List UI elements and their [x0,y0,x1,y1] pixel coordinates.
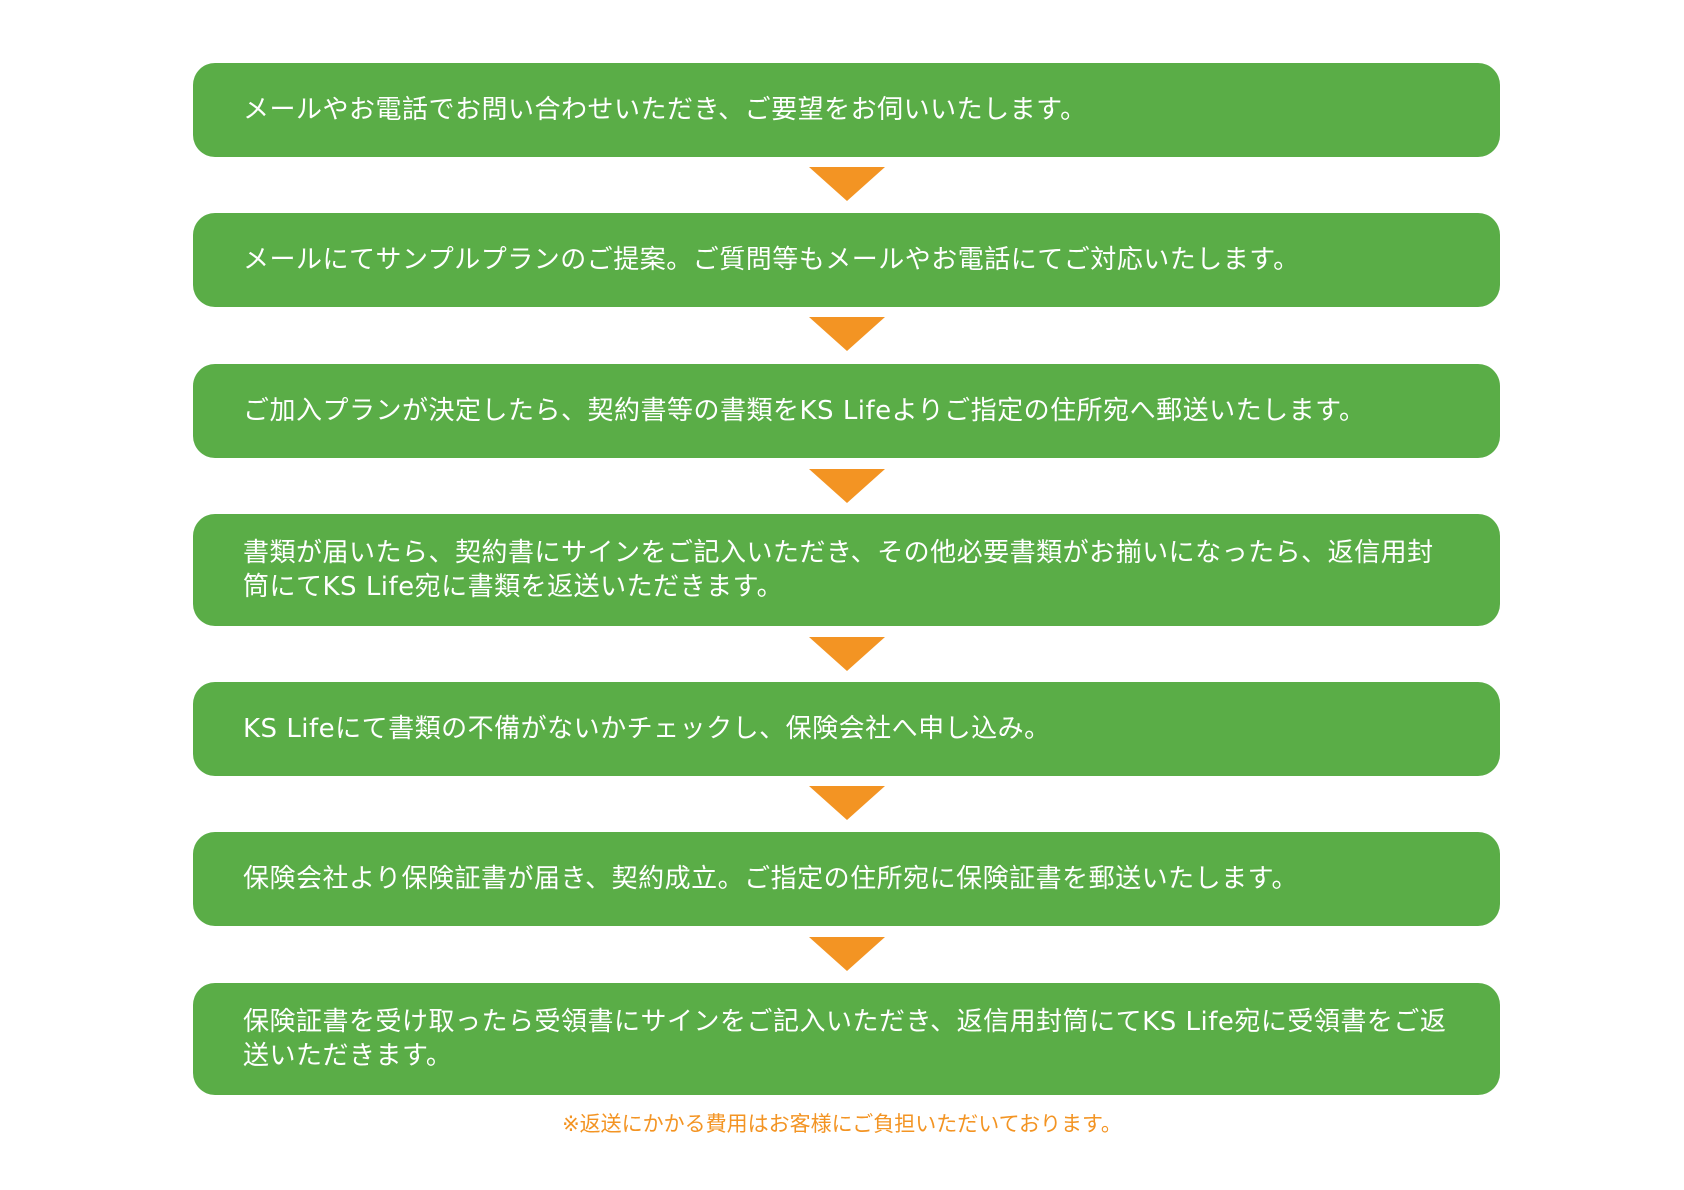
step-7-box: 保険証書を受け取ったら受領書にサインをご記入いただき、返信用封筒にてKS Lif… [193,983,1500,1095]
down-arrow-icon [809,637,885,671]
down-arrow-icon [809,317,885,351]
down-arrow-icon [809,937,885,971]
step-6-box: 保険会社より保険証書が届き、契約成立。ご指定の住所宛に保険証書を郵送いたします。 [193,832,1500,926]
down-arrow-icon [809,167,885,201]
step-2-box: メールにてサンプルプランのご提案。ご質問等もメールやお電話にてご対応いたします。 [193,213,1500,307]
down-arrow-icon [809,786,885,820]
cost-note: ※返送にかかる費用はお客様にご負担いただいております。 [562,1112,1122,1136]
step-4-text: 書類が届いたら、契約書にサインをご記入いただき、その他必要書類がお揃いになったら… [243,538,1434,602]
step-3-box: ご加入プランが決定したら、契約書等の書類をKS Lifeよりご指定の住所宛へ郵送… [193,364,1500,458]
step-1-text: メールやお電話でお問い合わせいただき、ご要望をお伺いいたします。 [243,95,1087,125]
step-5-box: KS Lifeにて書類の不備がないかチェックし、保険会社へ申し込み。 [193,682,1500,776]
step-5-text: KS Lifeにて書類の不備がないかチェックし、保険会社へ申し込み。 [243,714,1051,744]
step-6-text: 保険会社より保険証書が届き、契約成立。ご指定の住所宛に保険証書を郵送いたします。 [243,864,1299,894]
step-2-text: メールにてサンプルプランのご提案。ご質問等もメールやお電話にてご対応いたします。 [243,245,1300,275]
step-7-text: 保険証書を受け取ったら受領書にサインをご記入いただき、返信用封筒にてKS Lif… [243,1007,1447,1071]
step-3-text: ご加入プランが決定したら、契約書等の書類をKS Lifeよりご指定の住所宛へ郵送… [243,396,1366,426]
step-4-box: 書類が届いたら、契約書にサインをご記入いただき、その他必要書類がお揃いになったら… [193,514,1500,626]
down-arrow-icon [809,469,885,503]
step-1-box: メールやお電話でお問い合わせいただき、ご要望をお伺いいたします。 [193,63,1500,157]
